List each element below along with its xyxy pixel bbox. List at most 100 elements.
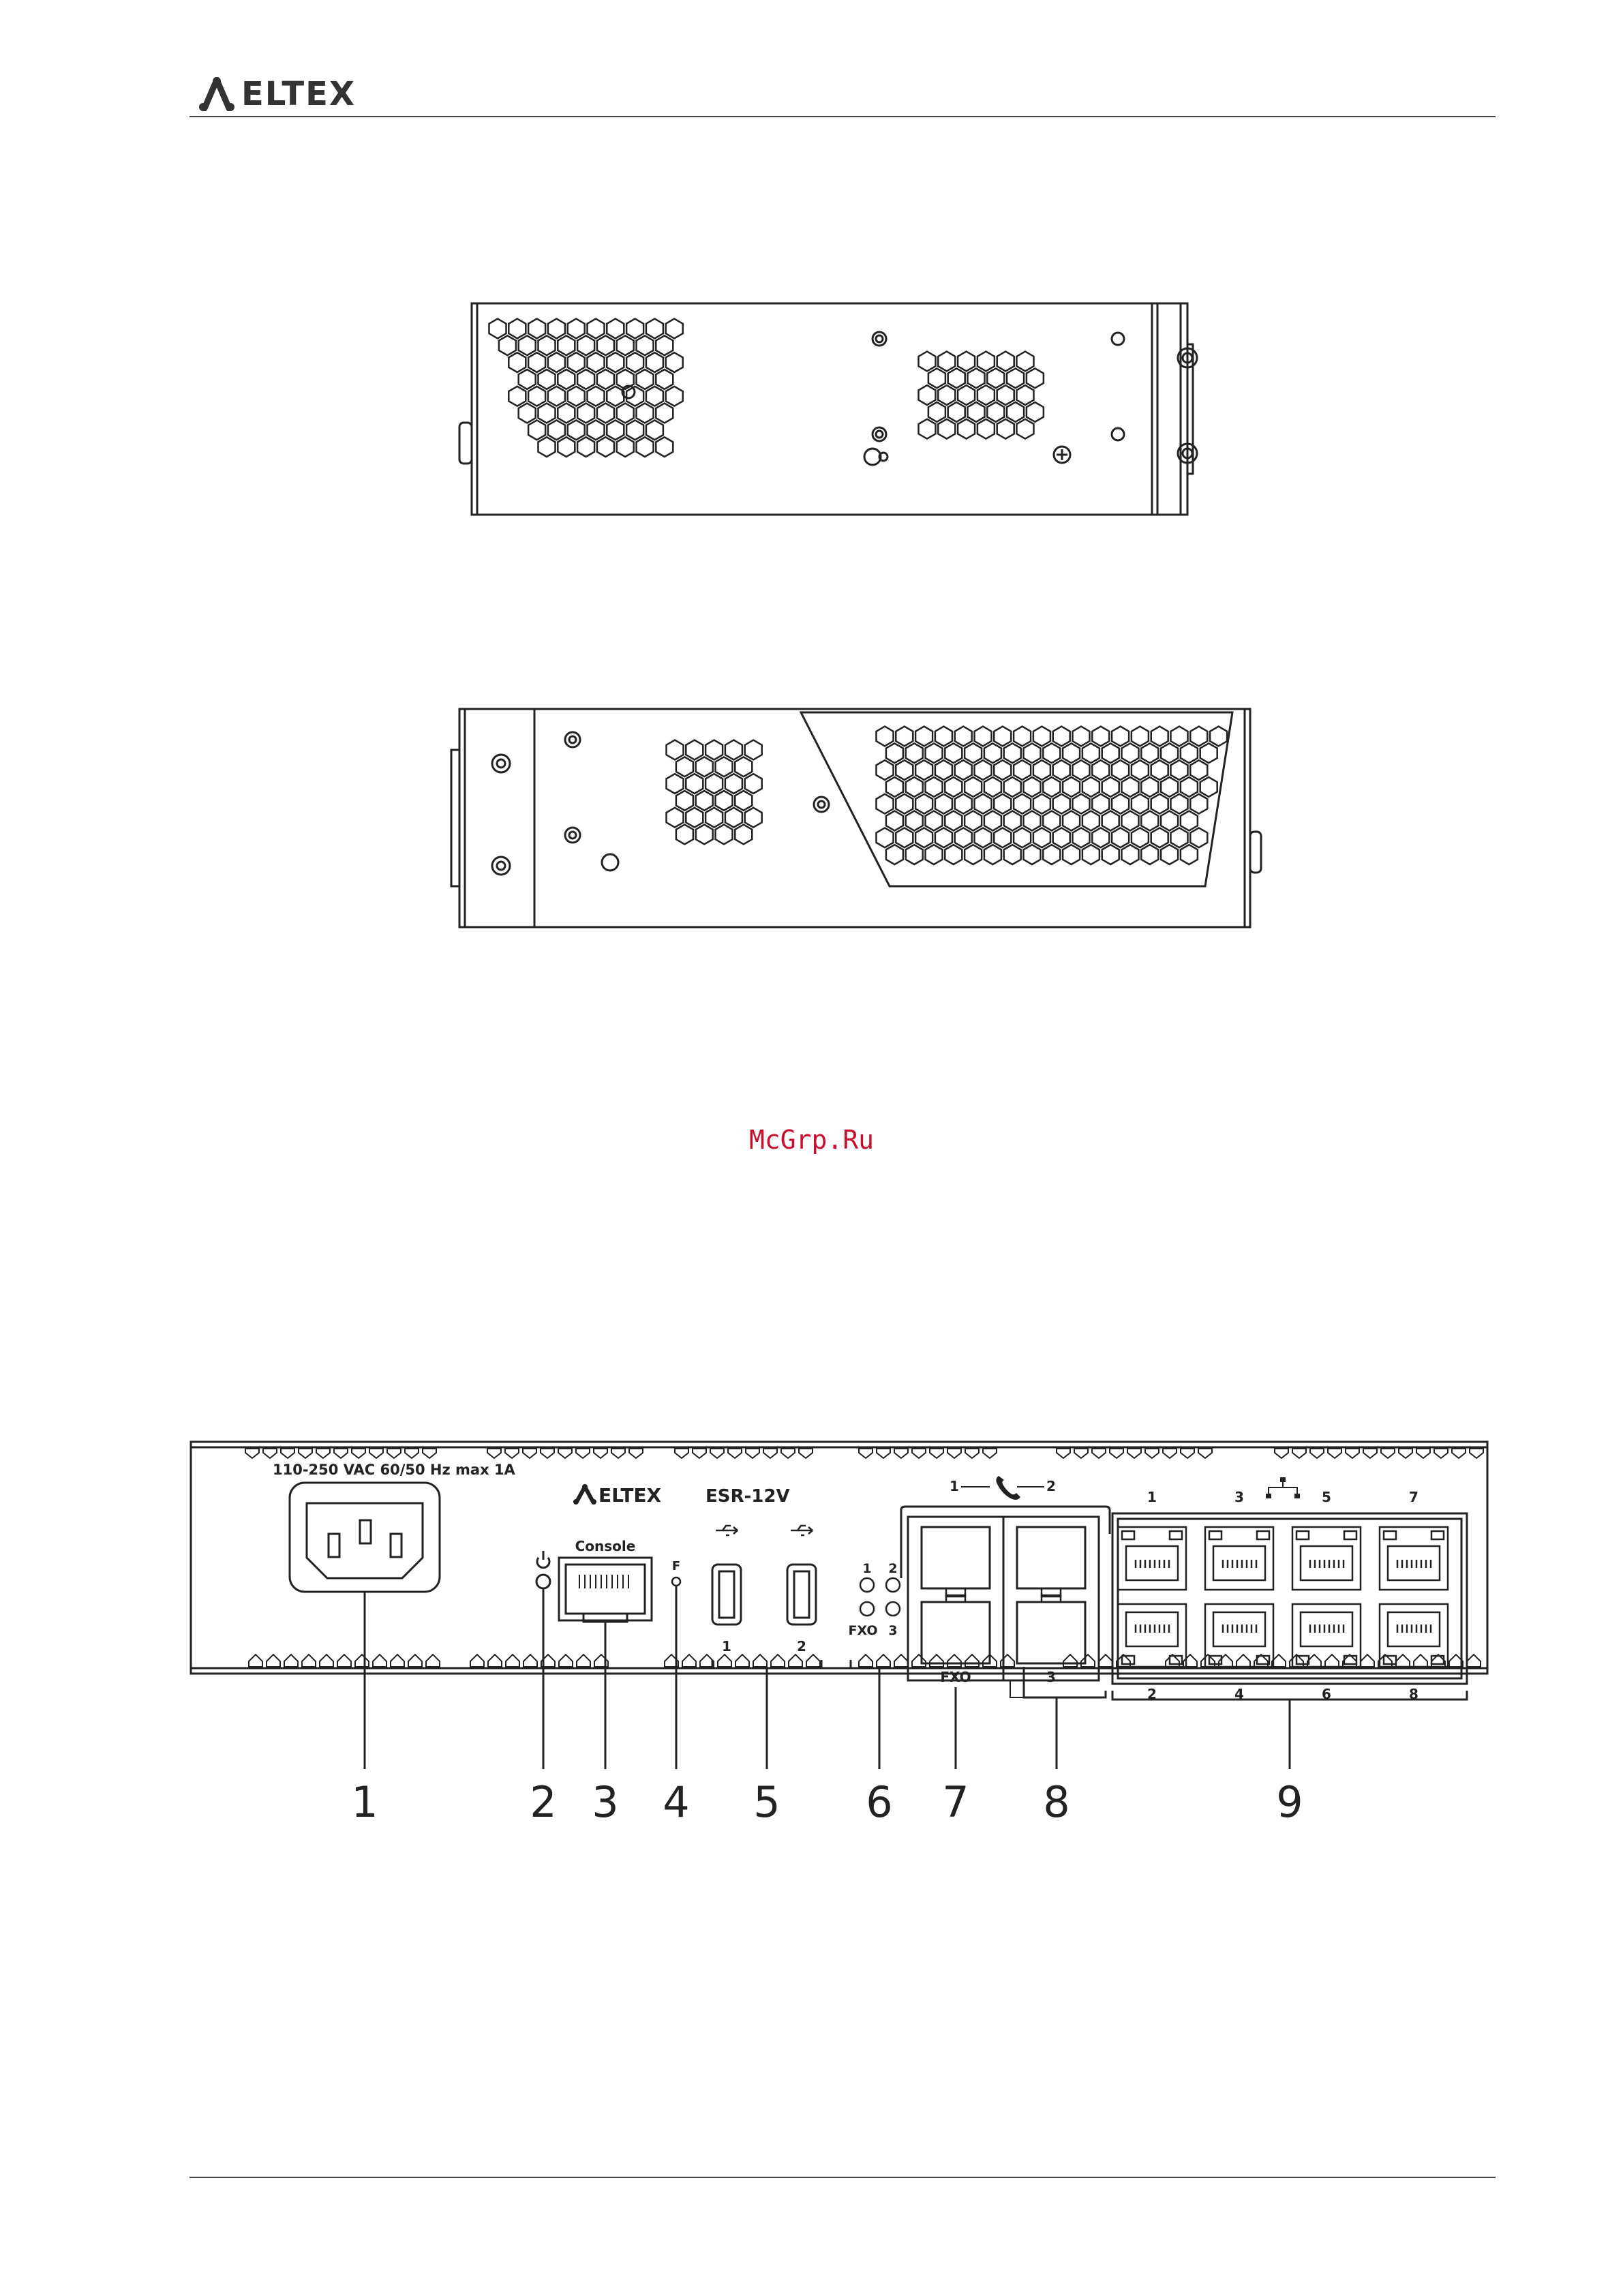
- vent-hole: [1053, 794, 1070, 814]
- vent-hole: [977, 419, 995, 439]
- vent-slot: [1110, 1449, 1123, 1458]
- vent-slot: [1328, 1449, 1341, 1458]
- vent-slot: [965, 1655, 979, 1667]
- vent-slot: [1399, 1449, 1412, 1458]
- vent-hole: [997, 385, 1014, 405]
- vent-slot: [488, 1655, 502, 1667]
- vent-hole: [915, 760, 932, 780]
- vent-hole: [977, 385, 995, 405]
- vent-hole: [716, 757, 733, 776]
- vent-hole: [558, 335, 575, 355]
- eth-label-1: 1: [1147, 1489, 1157, 1505]
- power-socket: [290, 1483, 440, 1592]
- vent-hole: [955, 727, 972, 746]
- vent-slot: [334, 1449, 348, 1458]
- vent-hole: [935, 760, 952, 780]
- vent-hole: [489, 319, 506, 339]
- vent-hole: [968, 402, 985, 422]
- vent-hole: [906, 777, 923, 797]
- vent-hole: [637, 369, 654, 389]
- vent-hole: [975, 727, 992, 746]
- side-view-left: [436, 702, 1268, 948]
- vent-hole: [977, 352, 995, 372]
- vent-hole: [1151, 760, 1168, 780]
- vent-slot: [1414, 1655, 1427, 1667]
- vent-hole: [1043, 743, 1060, 763]
- vent-hole: [548, 352, 565, 372]
- vent-hole: [1171, 828, 1188, 847]
- vent-hole: [646, 420, 663, 440]
- vent-hole: [676, 825, 693, 845]
- vent-hole: [1017, 385, 1034, 405]
- vent-hole: [1063, 845, 1080, 864]
- vent-hole: [938, 419, 955, 439]
- vent-slot: [558, 1449, 572, 1458]
- led-label-3: 3: [888, 1623, 897, 1638]
- vent-slot: [1163, 1449, 1177, 1458]
- vent-hole: [886, 811, 903, 831]
- vent-hole: [938, 385, 955, 405]
- vent-hole: [1033, 727, 1050, 746]
- vent-slot: [426, 1655, 440, 1667]
- vent-hole: [1092, 727, 1109, 746]
- vent-slot: [746, 1449, 759, 1458]
- vent-hole: [577, 335, 594, 355]
- vent-slot: [912, 1655, 926, 1667]
- vent-slot: [877, 1449, 890, 1458]
- ethernet-led: [1209, 1531, 1222, 1539]
- vent-slot: [267, 1655, 280, 1667]
- vent-hole: [955, 794, 972, 814]
- callout-7: 7: [942, 1777, 969, 1824]
- vent-hole: [1014, 727, 1031, 746]
- vent-hole: [1033, 828, 1050, 847]
- vent-hole: [626, 420, 643, 440]
- phone-label-2: 2: [1046, 1478, 1056, 1494]
- led-label-1: 1: [862, 1561, 871, 1576]
- vent-hole: [938, 352, 955, 372]
- vent-slot: [693, 1449, 706, 1458]
- vent-hole: [877, 794, 894, 814]
- ethernet-led: [1296, 1531, 1309, 1539]
- vent-slot: [337, 1655, 351, 1667]
- vent-slot: [1057, 1449, 1070, 1458]
- vent-hole: [626, 319, 643, 339]
- vent-hole: [1102, 811, 1119, 831]
- vent-hole: [539, 335, 556, 355]
- vent-hole: [539, 437, 556, 457]
- vent-slot: [1198, 1449, 1212, 1458]
- fxo-label: FXO: [940, 1669, 971, 1685]
- vent-hole: [676, 791, 693, 811]
- vent-hole: [919, 419, 936, 439]
- vent-slot: [894, 1655, 908, 1667]
- panel-model: ESR-12V: [706, 1486, 790, 1507]
- vent-hole: [539, 404, 556, 423]
- vent-slot: [629, 1449, 643, 1458]
- vent-hole: [997, 419, 1014, 439]
- vent-hole: [919, 385, 936, 405]
- vent-hole: [1014, 794, 1031, 814]
- vent-slot: [594, 1449, 607, 1458]
- vent-slot: [763, 1449, 777, 1458]
- vent-slot: [682, 1655, 696, 1667]
- vent-hole: [877, 828, 894, 847]
- vent-hole: [509, 387, 526, 406]
- vent-slot: [1396, 1655, 1410, 1667]
- vent-hole: [696, 757, 713, 776]
- vent-hole: [997, 352, 1014, 372]
- vent-hole: [577, 404, 594, 423]
- vent-hole: [637, 404, 654, 423]
- vent-hole: [617, 437, 634, 457]
- vent-hole: [1190, 828, 1207, 847]
- vent-slot: [912, 1449, 926, 1458]
- vent-hole: [607, 319, 624, 339]
- vent-slot: [1145, 1449, 1159, 1458]
- vent-hole: [1190, 794, 1207, 814]
- vent-slot: [320, 1655, 333, 1667]
- vent-hole: [667, 774, 684, 794]
- vent-hole: [965, 777, 982, 797]
- callout-5: 5: [753, 1777, 780, 1824]
- vent-hole: [919, 352, 936, 372]
- vent-hole: [958, 385, 975, 405]
- side-view-right: [436, 293, 1254, 525]
- vent-slot: [1346, 1449, 1359, 1458]
